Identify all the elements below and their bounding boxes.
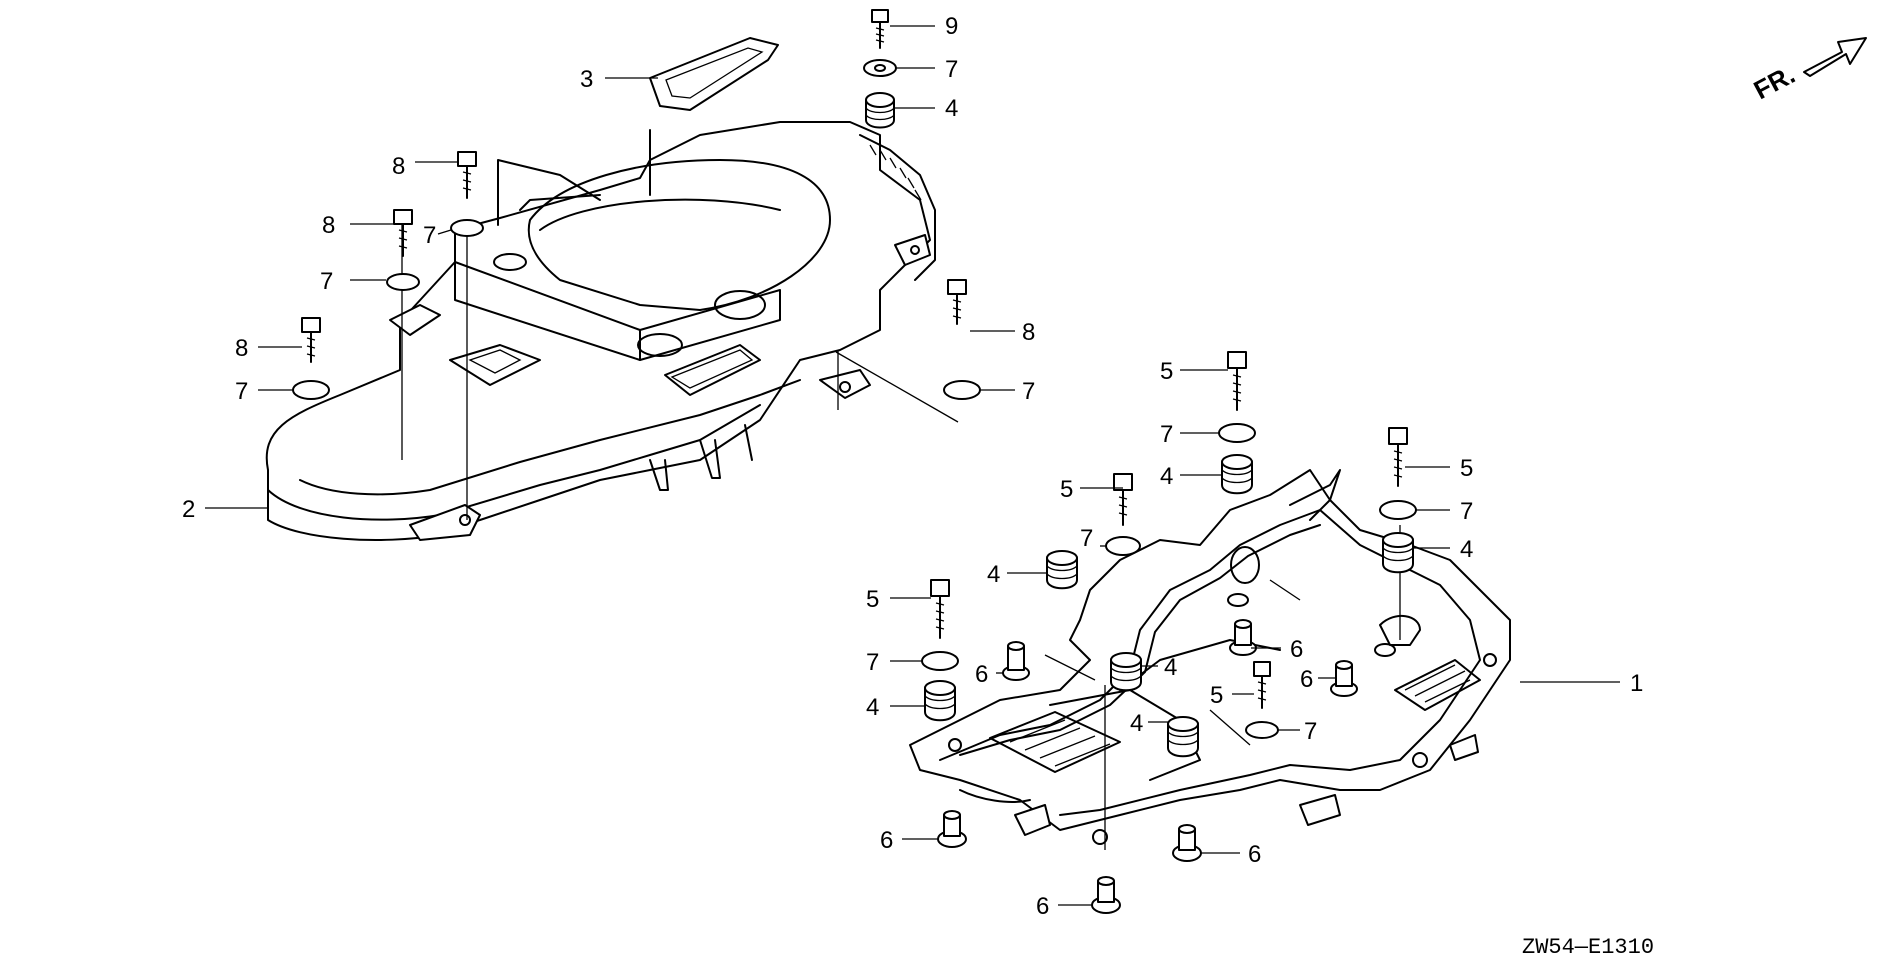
- bolt-5d: [930, 579, 950, 639]
- grommet-a: [1221, 454, 1253, 495]
- bolt-8a: [457, 151, 477, 199]
- callout-4-c: 4: [987, 561, 1000, 588]
- callout-7-i: 7: [1304, 718, 1317, 745]
- collar-f: [1091, 876, 1121, 914]
- grommet-c: [1046, 550, 1078, 590]
- callout-4-top: 4: [945, 95, 958, 122]
- callout-4-e: 4: [866, 694, 879, 721]
- callout-6-f: 6: [1036, 893, 1049, 920]
- callout-4-f: 4: [1130, 710, 1143, 737]
- collar-c: [1330, 660, 1358, 697]
- callout-7-h: 7: [866, 649, 879, 676]
- washer-b: [386, 273, 420, 291]
- grommet-top: [865, 92, 895, 129]
- callout-7-d: 7: [1022, 378, 1035, 405]
- washer-h: [921, 651, 959, 671]
- bolt-8b: [393, 209, 413, 257]
- front-direction-indicator: FR.: [1749, 37, 1867, 105]
- callout-6-a: 6: [1290, 636, 1303, 663]
- callout-5-b: 5: [1460, 455, 1473, 482]
- bolt-5b: [1388, 427, 1408, 487]
- callout-2: 2: [182, 496, 195, 523]
- collar-b: [1229, 619, 1257, 656]
- callout-8-b: 8: [322, 212, 335, 239]
- callout-7-f: 7: [1460, 498, 1473, 525]
- washer-d: [943, 380, 981, 400]
- callout-numbers: 9 7 4 3 8 8 7 7 8 7 8 7 2 5 7 4 5 5 7 7 …: [182, 13, 1643, 920]
- washer-c: [292, 380, 330, 400]
- callout-4-d: 4: [1164, 654, 1177, 681]
- washer-g: [1105, 536, 1141, 556]
- grommet-d: [924, 680, 956, 722]
- callout-6-c: 6: [1300, 666, 1313, 693]
- washer-i: [1245, 721, 1279, 739]
- bolt-8c: [301, 317, 321, 363]
- grommet-f: [1167, 716, 1199, 758]
- washer-a: [450, 219, 484, 237]
- callout-1: 1: [1630, 670, 1643, 697]
- callout-6-e: 6: [1248, 841, 1261, 868]
- callout-6-d: 6: [880, 827, 893, 854]
- bolt-9: [871, 9, 889, 49]
- callout-5-d: 5: [866, 586, 879, 613]
- bolt-5a: [1227, 351, 1247, 411]
- callout-8-c: 8: [235, 335, 248, 362]
- gasket-part: [649, 37, 779, 111]
- front-arrow-icon: [1803, 37, 1867, 77]
- base-plate-part: [909, 469, 1511, 850]
- callout-7-e: 7: [1160, 421, 1173, 448]
- callout-7-g: 7: [1080, 525, 1093, 552]
- grommet-b: [1382, 532, 1414, 574]
- upper-cover-part: [265, 121, 959, 541]
- bolt-5e: [1253, 661, 1271, 709]
- callout-4-a: 4: [1160, 463, 1173, 490]
- collar-e: [1172, 824, 1202, 862]
- callout-5-c: 5: [1060, 476, 1073, 503]
- callout-4-b: 4: [1460, 536, 1473, 563]
- bolt-8d: [947, 279, 967, 325]
- diagram-code: ZW54—E1310: [1522, 935, 1654, 959]
- grommet-e: [1110, 652, 1142, 692]
- callout-7-top: 7: [945, 56, 958, 83]
- callout-7-b: 7: [320, 268, 333, 295]
- callout-8-d: 8: [1022, 319, 1035, 346]
- callout-7-a: 7: [423, 222, 436, 249]
- front-label: FR.: [1749, 59, 1800, 105]
- callout-7-c: 7: [235, 378, 248, 405]
- callout-5-e: 5: [1210, 682, 1223, 709]
- callout-5-a: 5: [1160, 358, 1173, 385]
- callout-leaders: [205, 25, 1620, 906]
- callout-9: 9: [945, 13, 958, 40]
- washer-e: [1218, 423, 1256, 443]
- washer-top: [863, 59, 897, 77]
- bolt-5c: [1113, 473, 1133, 526]
- collar-a: [1002, 641, 1030, 681]
- washer-f: [1379, 500, 1417, 520]
- callout-8-a: 8: [392, 153, 405, 180]
- collar-d: [937, 810, 967, 848]
- callout-3: 3: [580, 66, 593, 93]
- callout-6-b: 6: [975, 661, 988, 688]
